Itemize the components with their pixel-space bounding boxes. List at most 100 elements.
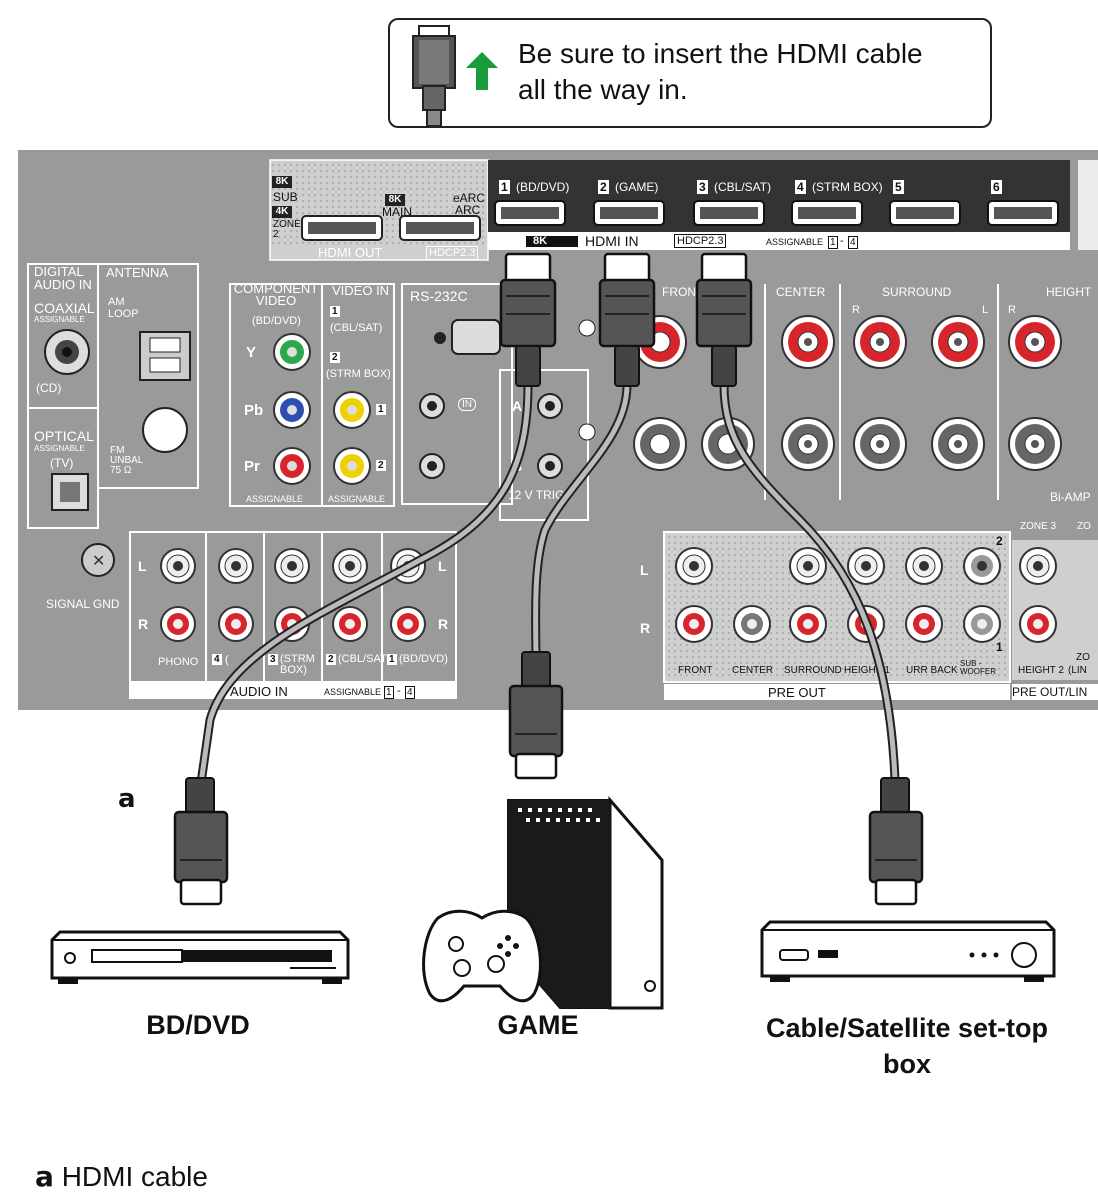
- hdmi-in-port-1-num: 1: [499, 180, 510, 194]
- hdmi-plug-game: [508, 651, 564, 780]
- pre-out-line-partial: (LIN: [1068, 665, 1087, 676]
- hdmi-in-port-2-name: (GAME): [615, 180, 659, 194]
- pre-out-zone3: ZONE 3: [1020, 521, 1057, 532]
- callout-text: Be sure to insert the HDMI cable all the…: [518, 38, 923, 105]
- speaker-surround-label: SURROUND: [882, 285, 952, 299]
- hdmi-in-port-5-num: 5: [893, 180, 904, 194]
- hdmi-in-assignable: ASSIGNABLE: [766, 237, 824, 247]
- receiver-panel-drawing: ✕: [27, 159, 1098, 700]
- hdmi-out-hdcp: HDCP2.3: [426, 246, 479, 260]
- hdmi-cable-bd-dvd: [195, 384, 533, 791]
- audio-in-2-num: 2: [326, 654, 336, 665]
- game-console-icon: [422, 795, 664, 1010]
- device-label-bd-dvd: BD/DVD: [146, 1010, 250, 1040]
- height-r-label: R: [1008, 304, 1016, 316]
- hdmi-in-port-2-num: 2: [598, 180, 609, 194]
- pre-out-zone-partial2: ZO: [1076, 652, 1090, 663]
- composite-2-num: 2: [376, 460, 386, 471]
- hdmi-out-sub-text: SUB: [273, 190, 298, 204]
- cable-marker-a: a: [118, 784, 136, 814]
- hdmi-in-assignable-to: 4: [848, 236, 858, 249]
- digital-audio-block: [27, 263, 199, 529]
- antenna-title: ANTENNA: [106, 265, 169, 280]
- pre-out-surr-back: URR BACK: [906, 665, 958, 676]
- optical-name: (TV): [50, 456, 74, 470]
- pre-out-num-2: 2: [996, 534, 1003, 548]
- hdmi-out-main-text: MAIN: [382, 205, 412, 219]
- hdmi-out-sub-badge: 8K: [275, 176, 289, 187]
- svg-text:✕: ✕: [92, 553, 105, 570]
- optical-label: OPTICAL: [34, 428, 94, 444]
- hdmi-out-label: HDMI OUT: [318, 245, 383, 260]
- audio-in-r-label-right: R: [438, 616, 449, 632]
- audio-in-jacks: [160, 548, 426, 642]
- video-in-1-num: 1: [330, 306, 340, 317]
- composite-1-num: 1: [376, 404, 386, 415]
- hdmi-in-port-4-name: (STRM BOX): [812, 180, 883, 194]
- coaxial-label: COAXIAL: [34, 300, 95, 316]
- video-in-2-num: 2: [330, 352, 340, 363]
- hdmi-in-8k-badge: 8K: [533, 235, 548, 247]
- audio-in-1-name: (BD/DVD): [399, 653, 448, 665]
- hdmi-in-block: [488, 160, 1098, 250]
- hdmi-in-label: HDMI IN: [585, 233, 639, 249]
- pre-out-surround: SURROUND: [784, 665, 842, 676]
- device-label-game: GAME: [497, 1010, 579, 1040]
- video-in-1-name: (CBL/SAT): [330, 322, 383, 334]
- speaker-height-label: HEIGHT: [1046, 285, 1092, 299]
- signal-gnd-label: SIGNAL GND: [46, 597, 120, 611]
- hdmi-out-earc-text: eARC: [453, 191, 486, 205]
- speaker-terminals: [633, 315, 1062, 471]
- pre-out-height1: HEIGHT 1: [844, 665, 890, 676]
- hdmi-in-hdcp: HDCP2.3: [674, 234, 727, 248]
- video-in-2-name: (STRM BOX): [326, 368, 391, 380]
- video-in-title: VIDEO IN: [332, 283, 390, 298]
- digital-audio-in-title: DIGITAL AUDIO IN: [34, 264, 92, 292]
- audio-in-assignable: ASSIGNABLE: [324, 687, 382, 697]
- bi-amp-label: Bi-AMP: [1050, 490, 1091, 504]
- audio-in-assignable-from: 1: [384, 686, 394, 699]
- coaxial-assignable: ASSIGNABLE: [34, 315, 85, 324]
- audio-in-3-num: 3: [268, 654, 278, 665]
- pre-out-center: CENTER: [732, 665, 774, 676]
- hdmi-in-port-6-num: 6: [991, 180, 1002, 194]
- legend: a HDMI cable: [35, 1160, 208, 1193]
- hdmi-plug-stb: [868, 777, 924, 906]
- component-y-label: Y: [246, 344, 257, 361]
- pre-out-height2: HEIGHT 2: [1018, 665, 1064, 676]
- audio-in-r-label: R: [138, 616, 149, 632]
- optical-assignable: ASSIGNABLE: [34, 444, 85, 453]
- coaxial-name: (CD): [36, 381, 62, 395]
- hdmi-out-zone-text: ZONE 2: [273, 219, 301, 240]
- legend-marker: a: [35, 1160, 54, 1193]
- hdmi-cable-stb: [719, 384, 900, 781]
- hdmi-in-port-3-num: 3: [697, 180, 708, 194]
- pre-out-l-label: L: [640, 562, 649, 578]
- pre-out-r-label: R: [640, 620, 651, 636]
- trigger-label: 12 V TRIG: [508, 488, 565, 502]
- hdmi-plug-bd-dvd: [173, 777, 229, 906]
- pre-out-num-1: 1: [996, 640, 1003, 654]
- hdmi-in-port-4-num: 4: [795, 180, 806, 194]
- pre-out-zone-partial: ZO: [1077, 521, 1091, 532]
- signal-gnd-screw: [81, 543, 115, 577]
- surround-r-label: R: [852, 304, 860, 316]
- audio-in-l-label-right: L: [438, 558, 447, 574]
- hdmi-in-port-3-name: (CBL/SAT): [714, 180, 772, 194]
- audio-in-label: AUDIO IN: [230, 684, 288, 699]
- hdmi-out-block: [269, 159, 489, 261]
- gamepad-icon: [422, 909, 542, 1003]
- component-video-name: (BD/DVD): [252, 315, 301, 327]
- hdmi-out-arc-text: ARC: [455, 203, 481, 217]
- hdmi-plug-icon: [412, 25, 456, 127]
- component-jacks: [273, 333, 371, 485]
- hdmi-insert-callout: [388, 18, 992, 128]
- hdmi-plug-1: [499, 252, 557, 387]
- ir-in-label: IN: [458, 398, 476, 411]
- speaker-center-label: CENTER: [776, 285, 826, 299]
- set-top-box-icon: [760, 920, 1056, 982]
- audio-in-3-name: (STRM BOX): [280, 653, 315, 676]
- audio-in-2-name: (CBL/SAT): [338, 653, 391, 665]
- component-pb-label: Pb: [244, 402, 264, 419]
